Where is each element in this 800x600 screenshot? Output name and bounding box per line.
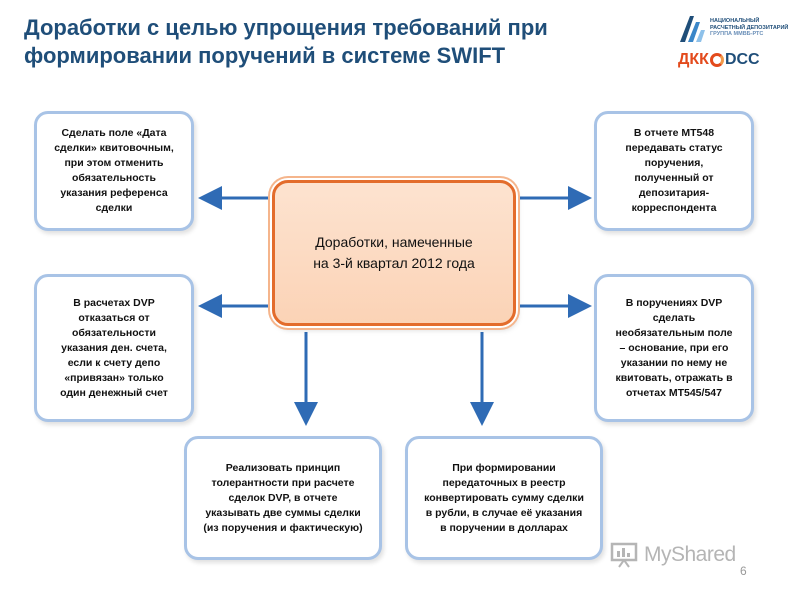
logo-ring-icon — [709, 53, 724, 67]
myshared-watermark: MyShared — [610, 540, 760, 570]
title-line-2: формировании поручений в системе SWIFT — [24, 43, 506, 68]
box-top-left: Сделать поле «Дата сделки» квитовочным, … — [34, 111, 194, 231]
logo-brand: ДКК DCC — [678, 50, 760, 70]
box-bottom-left: Реализовать принцип толерантности при ра… — [184, 436, 382, 560]
page-number: 6 — [740, 564, 747, 578]
box-top-right: В отчете МТ548 передавать статус поручен… — [594, 111, 754, 231]
watermark-text: MyShared — [644, 543, 736, 566]
nrd-logo: НАЦИОНАЛЬНЫЙ РАСЧЕТНЫЙ ДЕПОЗИТАРИЙ ГРУПП… — [672, 8, 790, 72]
presentation-icon — [610, 542, 638, 568]
box-mid-left: В расчетах DVP отказаться от обязательно… — [34, 274, 194, 422]
title-line-1: Доработки с целью упрощения требований п… — [24, 15, 548, 40]
center-box: Доработки, намеченные на 3-й квартал 201… — [272, 180, 516, 326]
logo-brand-left: ДКК — [678, 51, 709, 68]
page-title: Доработки с целью упрощения требований п… — [24, 14, 624, 70]
logo-brand-right: DCC — [724, 51, 760, 68]
box-mid-right: В поручениях DVP сделать необязательным … — [594, 274, 754, 422]
box-bottom-right: При формировании передаточных в реестр к… — [405, 436, 603, 560]
logo-org-name: НАЦИОНАЛЬНЫЙ РАСЧЕТНЫЙ ДЕПОЗИТАРИЙ ГРУПП… — [710, 18, 789, 37]
logo-mark-icon — [680, 16, 705, 42]
